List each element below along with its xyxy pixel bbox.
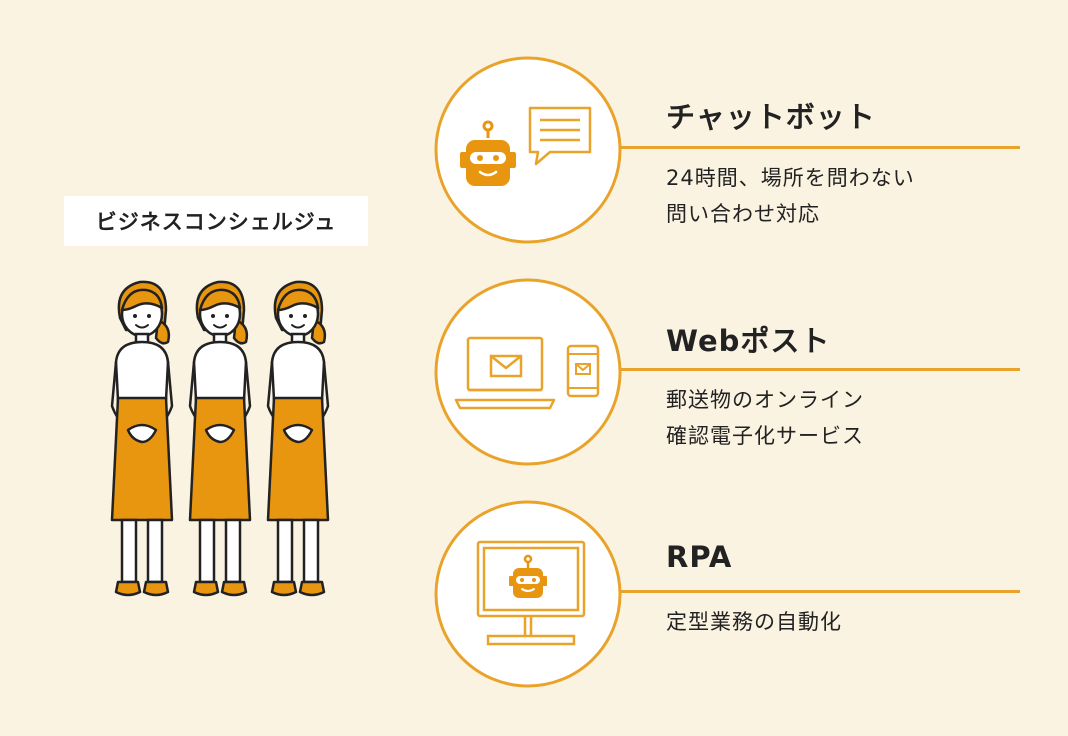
service-desc-line: 問い合わせ対応 [666, 202, 820, 226]
service-desc-line: 確認電子化サービス [666, 424, 864, 448]
service-circle-chatbot [434, 56, 622, 244]
service-desc-chatbot: 24時間、場所を問わない 問い合わせ対応 [666, 160, 915, 232]
service-title-rpa: RPA [666, 540, 733, 574]
concierge-label-text: ビジネスコンシェルジュ [95, 210, 337, 234]
service-line-webpost [620, 368, 1020, 371]
service-desc-line: 定型業務の自動化 [666, 610, 842, 634]
concierge-label: ビジネスコンシェルジュ [64, 196, 368, 246]
service-line-rpa [620, 590, 1020, 593]
service-circle-rpa [434, 500, 622, 688]
service-desc-line: 郵送物のオンライン [666, 388, 864, 412]
service-title-chatbot: チャットボット [666, 100, 876, 134]
concierge-illustration [110, 280, 330, 597]
service-title-webpost: Webポスト [666, 324, 831, 358]
service-desc-rpa: 定型業務の自動化 [666, 604, 842, 640]
service-line-chatbot [620, 146, 1020, 149]
concierge-person-1 [110, 280, 174, 597]
concierge-person-3 [266, 280, 330, 597]
service-desc-webpost: 郵送物のオンライン 確認電子化サービス [666, 382, 864, 454]
monitor-robot-icon [476, 540, 586, 646]
service-circle-webpost [434, 278, 622, 466]
concierge-person-2 [188, 280, 252, 597]
service-desc-line: 24時間、場所を問わない [666, 166, 915, 190]
laptop-mail-icon [454, 336, 600, 410]
chatbot-icon [460, 106, 592, 186]
